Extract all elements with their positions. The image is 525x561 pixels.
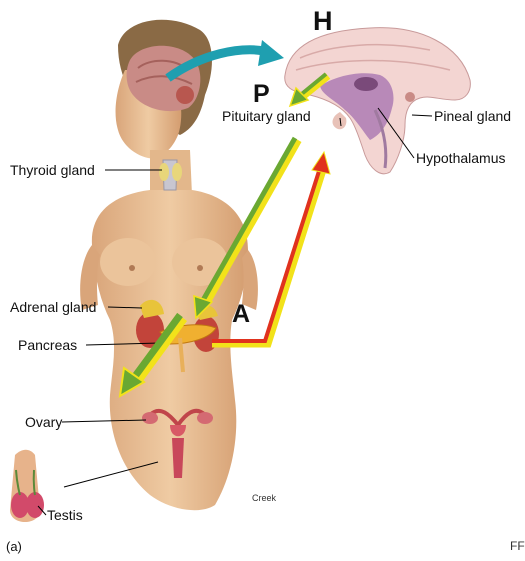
pineal-gland-label: Pineal gland <box>434 109 511 123</box>
adrenal-gland-label: Adrenal gland <box>10 300 96 314</box>
ovary-label: Ovary <box>25 415 62 429</box>
artist-signature: Creek <box>252 493 276 503</box>
thyroid-gland-label: Thyroid gland <box>10 163 95 177</box>
hypothalamus-label: Hypothalamus <box>416 151 506 165</box>
pancreas-label: Pancreas <box>18 338 77 352</box>
figure-tag: (a) <box>6 540 22 553</box>
letter-p: P <box>253 82 270 107</box>
letter-h: H <box>313 8 333 35</box>
pituitary-gland-label: Pituitary gland <box>222 109 311 123</box>
testis-inset <box>10 450 44 522</box>
letter-a: A <box>232 302 250 327</box>
corner-fragment: FF <box>510 540 525 552</box>
testis-label: Testis <box>47 508 83 522</box>
